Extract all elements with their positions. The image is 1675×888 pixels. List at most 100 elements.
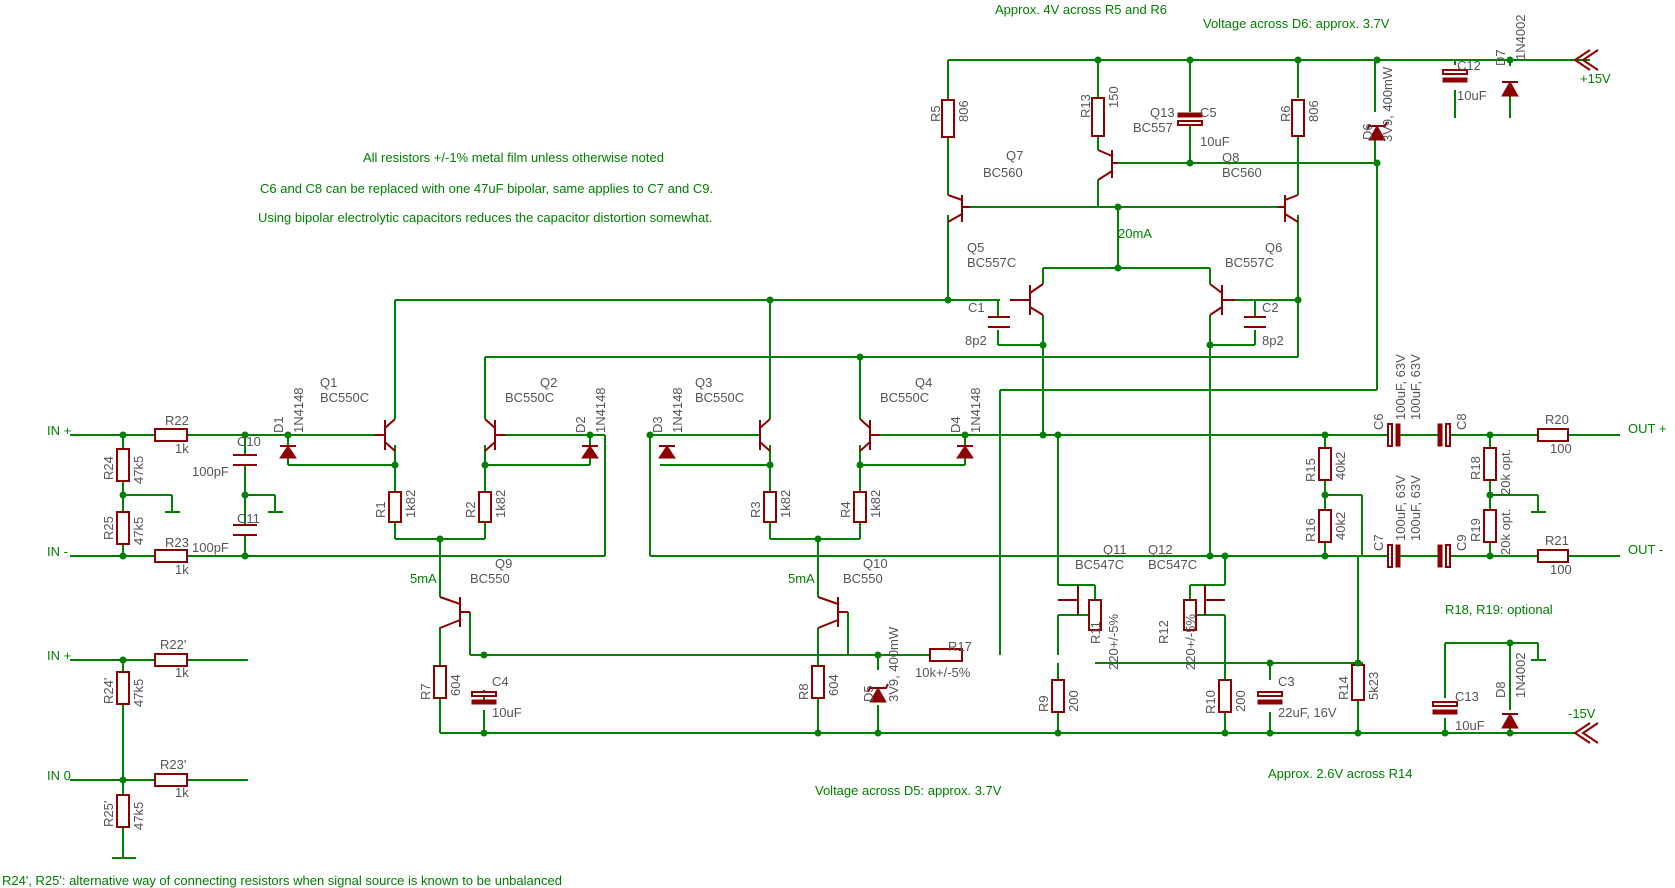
label-r10: R10 <box>1203 690 1218 714</box>
value-d2: 1N4148 <box>593 387 608 433</box>
label-d5: D5 <box>861 685 876 702</box>
label-q5: Q5 <box>967 240 984 255</box>
value-r23: 1k <box>175 562 189 577</box>
value-r15: 40k2 <box>1333 452 1348 480</box>
value-r25: 47k5 <box>131 517 146 545</box>
note-c6-c8: C6 and C8 can be replaced with one 47uF … <box>260 181 713 196</box>
label-c5: C5 <box>1200 105 1217 120</box>
label-q2: Q2 <box>540 375 557 390</box>
label-q1: Q1 <box>320 375 337 390</box>
label-r13: R13 <box>1078 94 1093 118</box>
notes: Approx. 4V across R5 and R6 Voltage acro… <box>2 2 1553 888</box>
label-r25p: R25' <box>101 801 116 827</box>
value-c4: 10uF <box>492 705 522 720</box>
label-q9: Q9 <box>495 556 512 571</box>
capacitors <box>233 69 1468 715</box>
label-c7: C7 <box>1371 534 1386 551</box>
label-c4: C4 <box>492 674 509 689</box>
label-q12: Q12 <box>1148 542 1173 557</box>
label-r11: R11 <box>1088 621 1103 644</box>
value-d1: 1N4148 <box>291 387 306 433</box>
label-c12: C12 <box>1457 58 1481 73</box>
value-r13: 150 <box>1106 86 1121 108</box>
value-c9: 100uF, 63V <box>1408 475 1423 541</box>
value-q12: BC547C <box>1148 557 1197 572</box>
label-d2: D2 <box>573 416 588 433</box>
value-c3: 22uF, 16V <box>1278 705 1337 720</box>
label-q8: Q8 <box>1222 150 1239 165</box>
value-q3: BC550C <box>695 390 744 405</box>
value-q10: BC550 <box>843 571 883 586</box>
label-c3: C3 <box>1278 674 1295 689</box>
value-r20: 100 <box>1550 441 1572 456</box>
component-labels: R22 1k R23 1k C10 100pF C11 100pF Q1 BC5… <box>101 14 1572 830</box>
label-d8: D8 <box>1493 681 1508 698</box>
value-r24: 47k5 <box>131 456 146 484</box>
value-q13: BC557 <box>1133 120 1173 135</box>
value-q5: BC557C <box>967 255 1016 270</box>
label-r24p: R24' <box>101 678 116 704</box>
label-d1: D1 <box>271 416 286 433</box>
value-q4: BC550C <box>880 390 929 405</box>
value-c11: 100pF <box>192 540 229 555</box>
note-r5-r6: Approx. 4V across R5 and R6 <box>995 2 1167 17</box>
label-r15: R15 <box>1303 458 1318 482</box>
value-q11: BC547C <box>1075 557 1124 572</box>
label-r8: R8 <box>796 683 811 700</box>
value-r14: 5k23 <box>1366 672 1381 700</box>
current-20ma: 20mA <box>1118 226 1152 241</box>
value-c6: 100uF, 63V <box>1393 354 1408 420</box>
label-r18: R18 <box>1468 456 1483 480</box>
label-q6: Q6 <box>1265 240 1282 255</box>
value-c12: 10uF <box>1457 88 1487 103</box>
label-r24: R24 <box>101 456 116 480</box>
value-r6: 806 <box>1306 100 1321 122</box>
value-q1: BC550C <box>320 390 369 405</box>
label-q7: Q7 <box>1006 148 1023 163</box>
value-q7: BC560 <box>983 165 1023 180</box>
label-r4: R4 <box>838 501 853 518</box>
label-r14: R14 <box>1336 676 1351 700</box>
label-r16: R16 <box>1303 518 1318 542</box>
label-r23: R23 <box>165 535 189 550</box>
label-q13: Q13 <box>1150 105 1175 120</box>
junctions <box>119 56 1514 784</box>
value-r21: 100 <box>1550 562 1572 577</box>
value-c5: 10uF <box>1200 134 1230 149</box>
note-resistors: All resistors +/-1% metal film unless ot… <box>363 150 664 165</box>
value-r16: 40k2 <box>1333 512 1348 540</box>
value-r9: 200 <box>1066 690 1081 712</box>
terminal-vplus: +15V <box>1580 71 1611 86</box>
value-d6: 3V9, 400mW <box>1380 66 1395 142</box>
terminal-vminus: -15V <box>1568 706 1596 721</box>
value-d8: 1N4002 <box>1513 652 1528 698</box>
value-r5: 806 <box>956 100 971 122</box>
value-d5: 3V9, 400mW <box>886 626 901 702</box>
note-d5: Voltage across D5: approx. 3.7V <box>815 783 1002 798</box>
value-r19: 20k opt. <box>1498 509 1513 555</box>
label-r21: R21 <box>1545 533 1569 548</box>
terminal-in-minus: IN - <box>47 544 68 559</box>
value-r24p: 47k5 <box>131 679 146 707</box>
label-c10: C10 <box>237 434 261 449</box>
power-arrows <box>1573 49 1599 744</box>
label-d7: D7 <box>1493 49 1508 66</box>
value-q2: BC550C <box>505 390 554 405</box>
label-c9: C9 <box>1454 534 1469 551</box>
label-r17: R17 <box>948 639 972 654</box>
terminal-out-minus: OUT - <box>1628 542 1663 557</box>
value-r22: 1k <box>175 441 189 456</box>
value-c13: 10uF <box>1455 718 1485 733</box>
value-r25p: 47k5 <box>131 802 146 830</box>
value-r4: 1k82 <box>868 490 883 518</box>
value-d3: 1N4148 <box>670 387 685 433</box>
value-r23p: 1k <box>175 785 189 800</box>
terminal-in-plus: IN + <box>47 423 71 438</box>
label-d6: D6 <box>1360 123 1375 140</box>
value-r18: 20k opt. <box>1498 449 1513 495</box>
label-c6: C6 <box>1371 413 1386 430</box>
resistors <box>116 97 1569 828</box>
label-r7: R7 <box>418 683 433 700</box>
label-q3: Q3 <box>695 375 712 390</box>
